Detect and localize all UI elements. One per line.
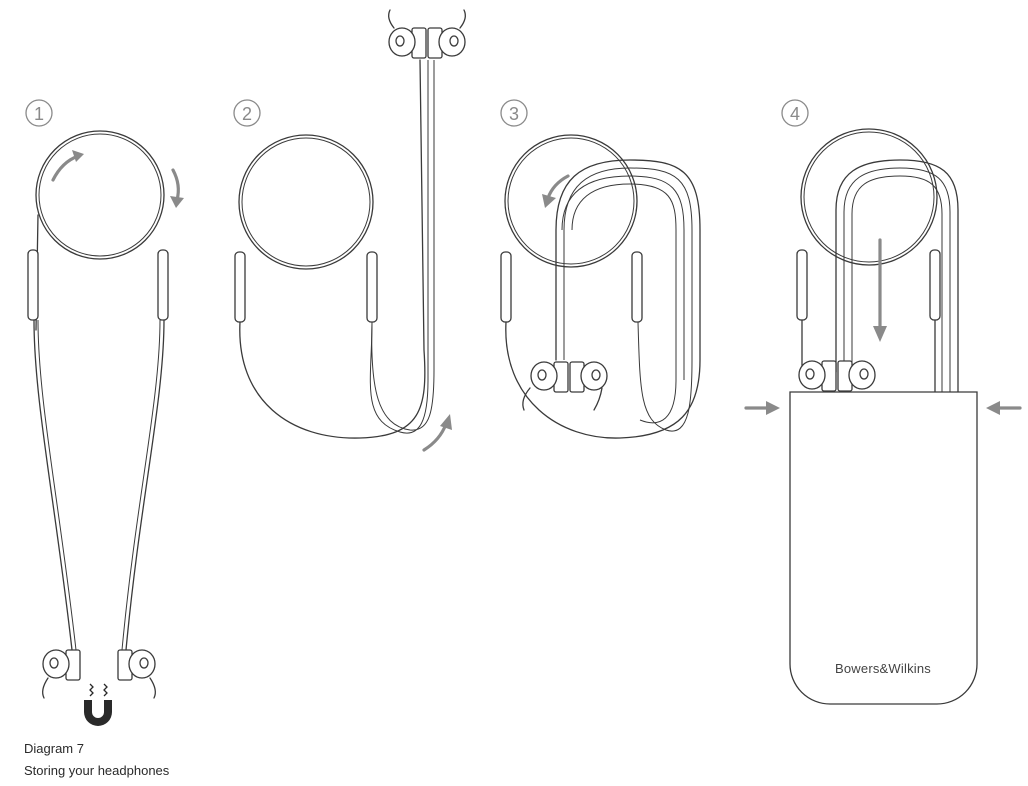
neckband-loop: [35, 130, 165, 260]
magnet-icon: [84, 683, 112, 726]
step-1-number: 1: [34, 104, 44, 124]
right-earbud: [569, 361, 608, 393]
bundled-cable: [835, 159, 959, 393]
step-1-badge: [25, 99, 53, 127]
left-cable: [33, 319, 73, 651]
step-1-illustration: 1: [25, 99, 184, 726]
step-4-badge: [781, 99, 809, 127]
diagram-caption-subtitle: Storing your headphones: [24, 763, 170, 778]
curved-arrow-icon: [422, 414, 452, 452]
neckband-loop: [504, 134, 638, 268]
left-earbud: [530, 361, 569, 393]
right-control-housing: [157, 249, 169, 321]
left-earbud: [42, 649, 81, 681]
step-2-badge: [233, 99, 261, 127]
step-4-number: 4: [790, 104, 800, 124]
right-earbud: [117, 649, 156, 681]
outer-cable-loop: [239, 59, 426, 439]
right-earbud: [427, 27, 466, 59]
left-control-housing: [27, 249, 39, 321]
curved-arrow-icon: [51, 150, 84, 182]
step-3-illustration: 3: [500, 99, 701, 439]
step-4-illustration: 4 Bowers&Wilkins: [744, 99, 1022, 705]
right-earbud: [837, 360, 876, 392]
neckband-loop: [800, 128, 938, 266]
case-brand-logo: Bowers&Wilkins: [835, 661, 931, 676]
step-2-illustration: 2: [233, 9, 466, 452]
push-arrow-icon: [873, 238, 887, 342]
left-earbud: [798, 360, 837, 392]
curved-arrow-icon: [542, 174, 570, 208]
right-cable: [125, 319, 165, 651]
step-3-badge: [500, 99, 528, 127]
carrying-case: [789, 391, 978, 705]
push-arrow-icon: [744, 401, 780, 415]
neckband-loop: [238, 134, 374, 270]
curved-arrow-icon: [170, 168, 184, 208]
folded-cable-loop: [505, 159, 701, 439]
step-2-number: 2: [242, 104, 252, 124]
step-3-number: 3: [509, 104, 519, 124]
left-earbud: [388, 27, 427, 59]
diagram-caption-title: Diagram 7: [24, 741, 84, 756]
push-arrow-icon: [986, 401, 1022, 415]
